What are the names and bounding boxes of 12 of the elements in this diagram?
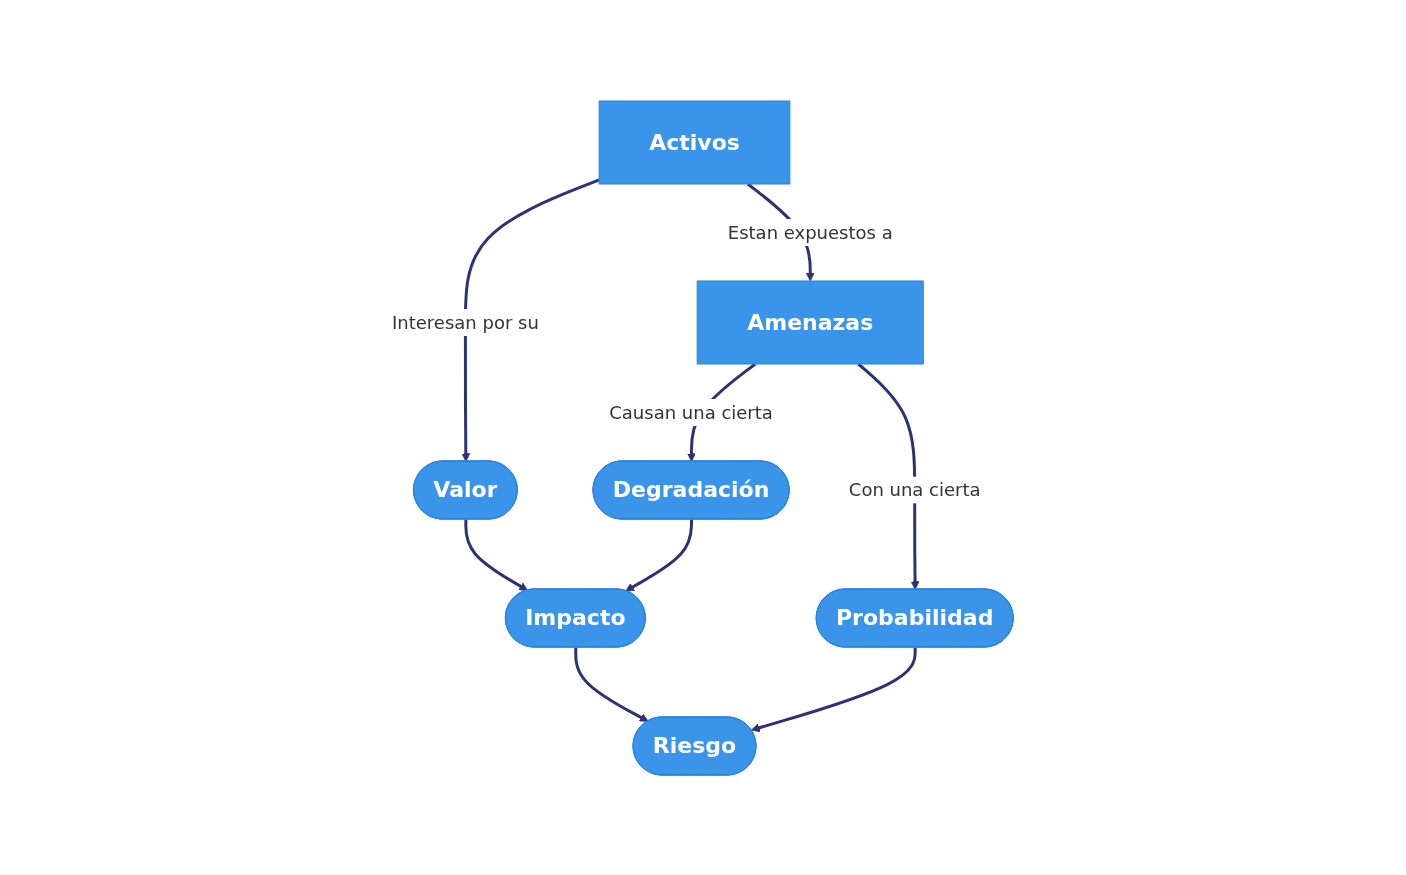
arrow bbox=[857, 362, 920, 590]
node-box: Amenazas bbox=[697, 280, 925, 364]
arrow bbox=[464, 518, 529, 591]
edge-label: Causan una cierta bbox=[609, 401, 774, 423]
arrow bbox=[461, 178, 601, 462]
arrow bbox=[574, 646, 649, 722]
arrow bbox=[625, 518, 694, 591]
edge-label: Estan expuestos a bbox=[728, 221, 894, 243]
arrow bbox=[751, 646, 918, 732]
edge-label: Interesan por su bbox=[392, 311, 540, 333]
edge-label: Con una cierta bbox=[849, 478, 981, 500]
node-box: Activos bbox=[599, 100, 791, 184]
